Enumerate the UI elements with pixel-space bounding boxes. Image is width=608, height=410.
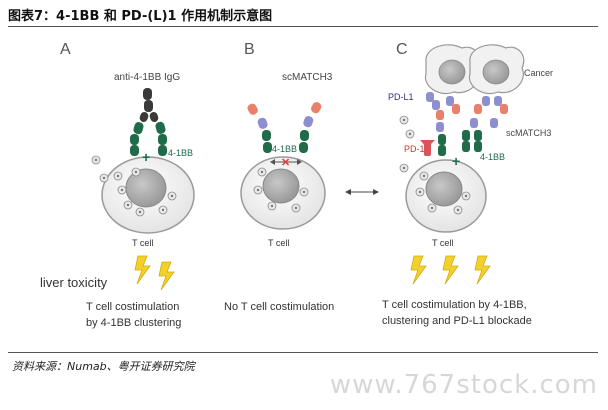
svg-text:+: + [452,153,460,169]
panel-a: A anti-4-1BB IgG + 4-1BB [40,41,195,329]
scmatch3-bridging [436,104,508,132]
panel-c-letter: C [396,41,408,58]
watermark: www.767stock.com [329,370,598,400]
panel-c-cell-label: T cell [432,238,453,248]
panel-a-caption-line2: by 4-1BB clustering [86,317,181,329]
svg-text:✕: ✕ [281,157,290,169]
panel-c: C Cancer PD-L1 scMATCH3 [382,41,553,327]
panel-c-pd1-label: PD-1 [404,144,425,154]
cancer-cells [424,44,525,95]
panel-c-cancer-label: Cancer [524,68,553,78]
panel-a-toxicity-label: liver toxicity [40,275,108,290]
4-1bb-receptor-c: + [438,130,482,169]
source-rule [8,352,598,353]
panel-b-caption-line1: No T cell costimulation [224,301,334,313]
panel-a-cell-label: T cell [132,238,153,248]
title-rule [8,26,598,27]
scmatch3-left [247,103,272,153]
4-1bb-receptor-a: + [130,134,167,165]
panel-b-antibody-label: scMATCH3 [282,72,333,83]
t-cell-c [399,115,487,233]
figure-title: 图表7：4-1BB 和 PD-(L)1 作用机制示意图 [8,9,273,24]
t-cell-b [240,156,326,230]
panel-b: B scMATCH3 ✕ 4-1BB T cell [224,41,334,313]
panel-b-cell-label: T cell [268,238,289,248]
panel-a-receptor-label: 4-1BB [168,148,193,158]
lightning-icon [410,255,491,285]
panel-b-receptor-label: 4-1BB [272,144,297,154]
lightning-icon [134,255,175,291]
panel-a-antibody-label: anti-4-1BB IgG [114,72,180,83]
panel-c-caption-line2: clustering and PD-L1 blockade [382,315,532,327]
pd-l1-receptors [426,92,502,110]
anti-4-1bb-igg [133,88,166,135]
source-note: 资料来源：Numab、粤开证券研究院 [12,360,195,373]
panel-a-caption-line1: T cell costimulation [86,301,179,313]
panel-b-letter: B [244,41,255,58]
panel-c-pdl1-label: PD-L1 [388,92,414,102]
t-cell-a [91,155,195,234]
blocked-clustering-icon: ✕ [270,157,302,169]
pd-1-receptor [420,140,435,156]
panel-c-caption-line1: T cell costimulation by 4-1BB, [382,299,527,311]
panel-a-letter: A [60,41,71,58]
double-arrow-icon [345,189,379,195]
scmatch3-right [299,102,322,153]
panel-c-antibody-label: scMATCH3 [506,128,551,138]
panel-c-receptor-label: 4-1BB [480,152,505,162]
svg-text:+: + [142,149,150,165]
